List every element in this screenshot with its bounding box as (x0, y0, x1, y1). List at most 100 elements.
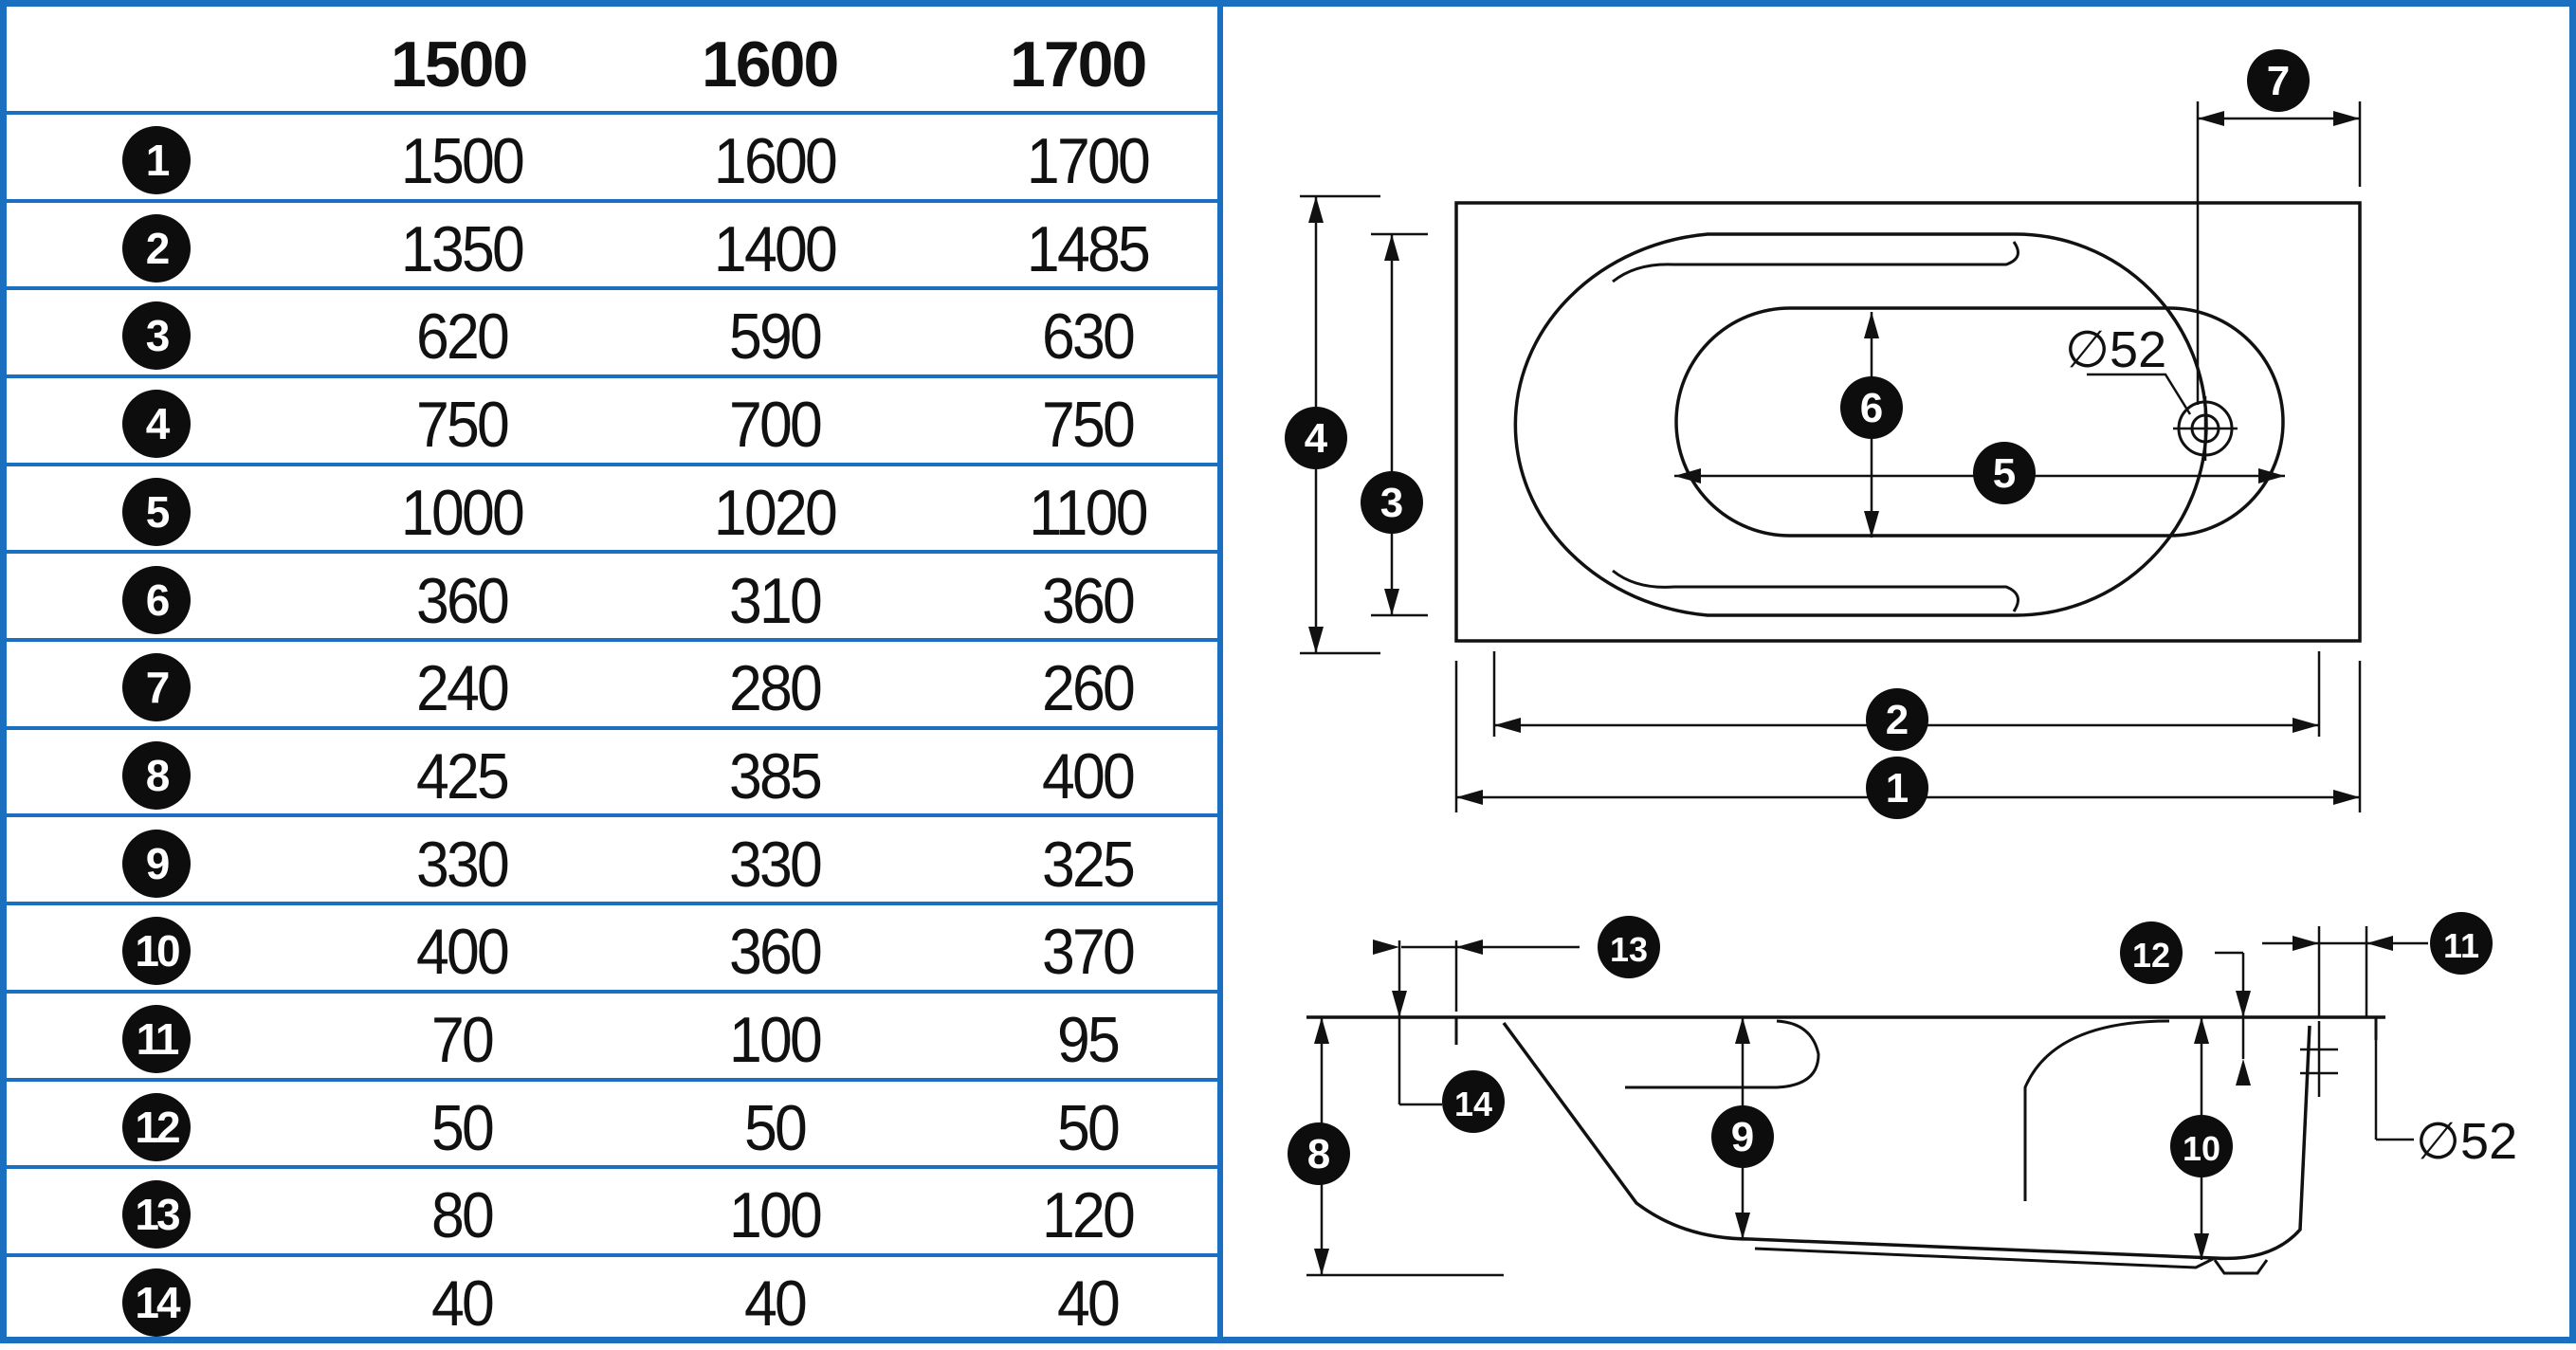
row-marker: 10 (122, 917, 191, 986)
dimension-marker (1285, 407, 1347, 469)
tub-side-view (1306, 1015, 2385, 1275)
table-cell: 400 (1041, 739, 1136, 812)
table-cell: 280 (728, 652, 823, 725)
row-marker: 11 (122, 1005, 191, 1073)
row-marker: 3 (122, 301, 191, 371)
table-cell: 1700 (1026, 125, 1151, 197)
dimension-marker-label: 14 (1454, 1085, 1492, 1123)
dimension-marker-label: 13 (1610, 930, 1648, 969)
drain-leader (2087, 373, 2192, 415)
dimension-marker-label: 2 (1886, 697, 1909, 743)
table-cell: 240 (415, 652, 510, 725)
tub-profile (1502, 1021, 2311, 1261)
basin-floor (1674, 306, 2285, 538)
column-header-1500: 1500 (391, 28, 528, 100)
row-marker: 13 (122, 1180, 191, 1250)
table-cell: 1100 (1029, 476, 1148, 549)
row-marker: 9 (122, 829, 191, 898)
table-cell: 1350 (400, 212, 525, 285)
table-cell: 1020 (713, 476, 838, 549)
dimension-marker-label: 8 (1307, 1131, 1330, 1177)
table-cell: 1500 (400, 125, 525, 197)
table-cell: 400 (415, 916, 510, 989)
arrowheads (1308, 111, 2393, 1275)
dimension-marker (2247, 49, 2310, 112)
dimension-marker-label: 5 (1993, 450, 2016, 497)
table-cell: 1485 (1026, 212, 1151, 285)
row-marker: 5 (122, 477, 191, 546)
dimension-marker (1288, 1122, 1350, 1185)
dimension-marker (1442, 1070, 1505, 1133)
column-header-1700: 1700 (1010, 28, 1147, 100)
row-marker: 12 (122, 1092, 191, 1161)
table-cell: 750 (1041, 389, 1136, 462)
tub-top-view (1454, 201, 2362, 643)
dimension-marker-label: 1 (1886, 765, 1909, 812)
table-cell: 1600 (713, 125, 838, 197)
table-cell: 1000 (400, 476, 525, 549)
table-cell: 50 (743, 1091, 808, 1164)
table-cell: 590 (728, 301, 823, 374)
dimension-marker (2120, 921, 2183, 984)
overflow-diameter-label: ∅52 (2416, 1113, 2517, 1170)
table-cell: 100 (728, 1179, 823, 1252)
row-marker: 6 (122, 565, 191, 634)
table-row: 7 240 280 260 (7, 642, 1217, 730)
table-cell: 325 (1041, 828, 1136, 901)
armrest-profile-left (1625, 1019, 1820, 1089)
row-marker: 2 (122, 213, 191, 283)
table-row: 6 360 310 360 (7, 555, 1217, 642)
dimension-marker (1361, 471, 1423, 534)
table-cell: 95 (1056, 1004, 1121, 1076)
drain-foot (2213, 1259, 2269, 1275)
row-marker: 4 (122, 390, 191, 459)
table-cell: 330 (415, 828, 510, 901)
table-row: 1 1500 1600 1700 (7, 115, 1217, 203)
row-marker: 7 (122, 653, 191, 722)
table-cell: 700 (728, 389, 823, 462)
basin-outline (1513, 232, 2208, 617)
tub-foot (1754, 1247, 2216, 1269)
table-cell: 360 (415, 564, 510, 637)
table-cell: 260 (1041, 652, 1136, 725)
table-cell: 370 (1041, 916, 1136, 989)
row-marker: 1 (122, 126, 191, 194)
armrest-curve-bottom (1612, 569, 2019, 612)
dimension-marker (1840, 376, 1903, 439)
table-cell: 40 (430, 1268, 495, 1341)
row-marker: 14 (122, 1268, 191, 1338)
dimension-marker (1866, 688, 1928, 751)
dimension-marker-label: 11 (2443, 926, 2479, 965)
dimension-marker-label: 4 (1305, 415, 1328, 462)
armrest-profile-right (2023, 1019, 2170, 1201)
table-cell: 120 (1041, 1179, 1136, 1252)
dimension-marker (1973, 442, 2036, 504)
dimension-marker (2430, 912, 2493, 975)
dimension-marker-label: 10 (2183, 1129, 2220, 1168)
dimension-marker (1598, 916, 1660, 978)
dimension-marker (1711, 1105, 1774, 1168)
dimension-marker-label: 9 (1731, 1114, 1754, 1160)
table-cell: 360 (1041, 564, 1136, 637)
table-cell: 70 (430, 1004, 495, 1076)
table-cell: 750 (415, 389, 510, 462)
dimension-marker-label: 3 (1380, 480, 1403, 526)
table-header-row: 1500 1600 1700 (7, 7, 1217, 115)
top-view-dimensions (1300, 101, 2362, 812)
table-cell: 310 (728, 564, 823, 637)
table-cell: 40 (743, 1268, 808, 1341)
dimension-marker (1866, 757, 1928, 819)
armrest-curve-top (1612, 241, 2019, 283)
